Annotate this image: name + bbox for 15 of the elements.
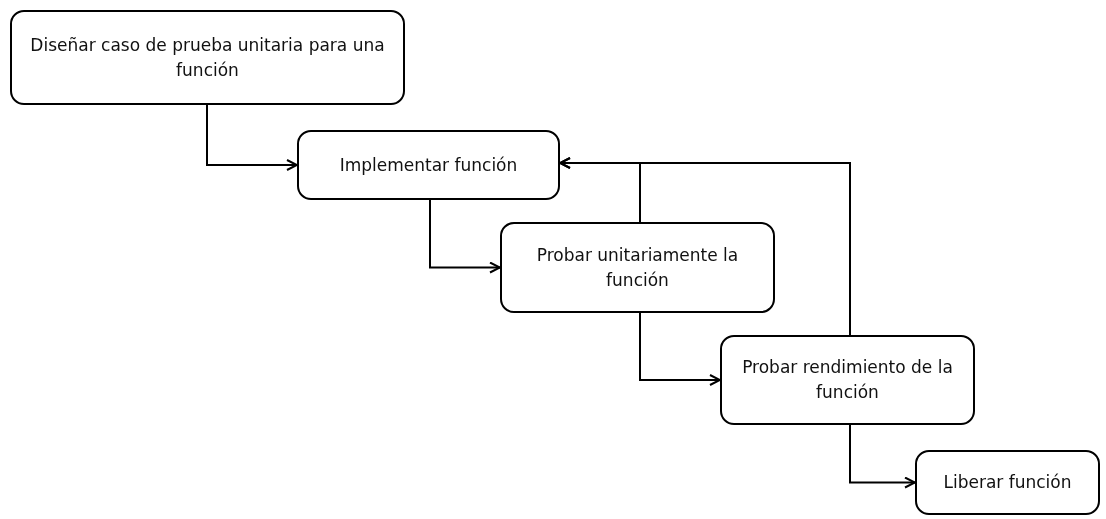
process-box [720, 335, 975, 425]
step-label: Diseñar caso de prueba unitaria para una función [29, 33, 386, 82]
arrow [206, 104, 298, 171]
step-label: Implementar función [339, 153, 518, 177]
process-box [297, 130, 560, 200]
step-label: Probar unitariamente la función [535, 243, 740, 292]
arrow [429, 199, 501, 274]
process-box [915, 450, 1100, 515]
step-label: Probar rendimiento de la función [741, 356, 954, 404]
arrow [559, 157, 851, 336]
arrow [639, 312, 721, 386]
arrow [849, 424, 916, 489]
step-label: Liberar función [943, 471, 1072, 495]
process-box [500, 222, 775, 313]
process-box [10, 10, 405, 105]
